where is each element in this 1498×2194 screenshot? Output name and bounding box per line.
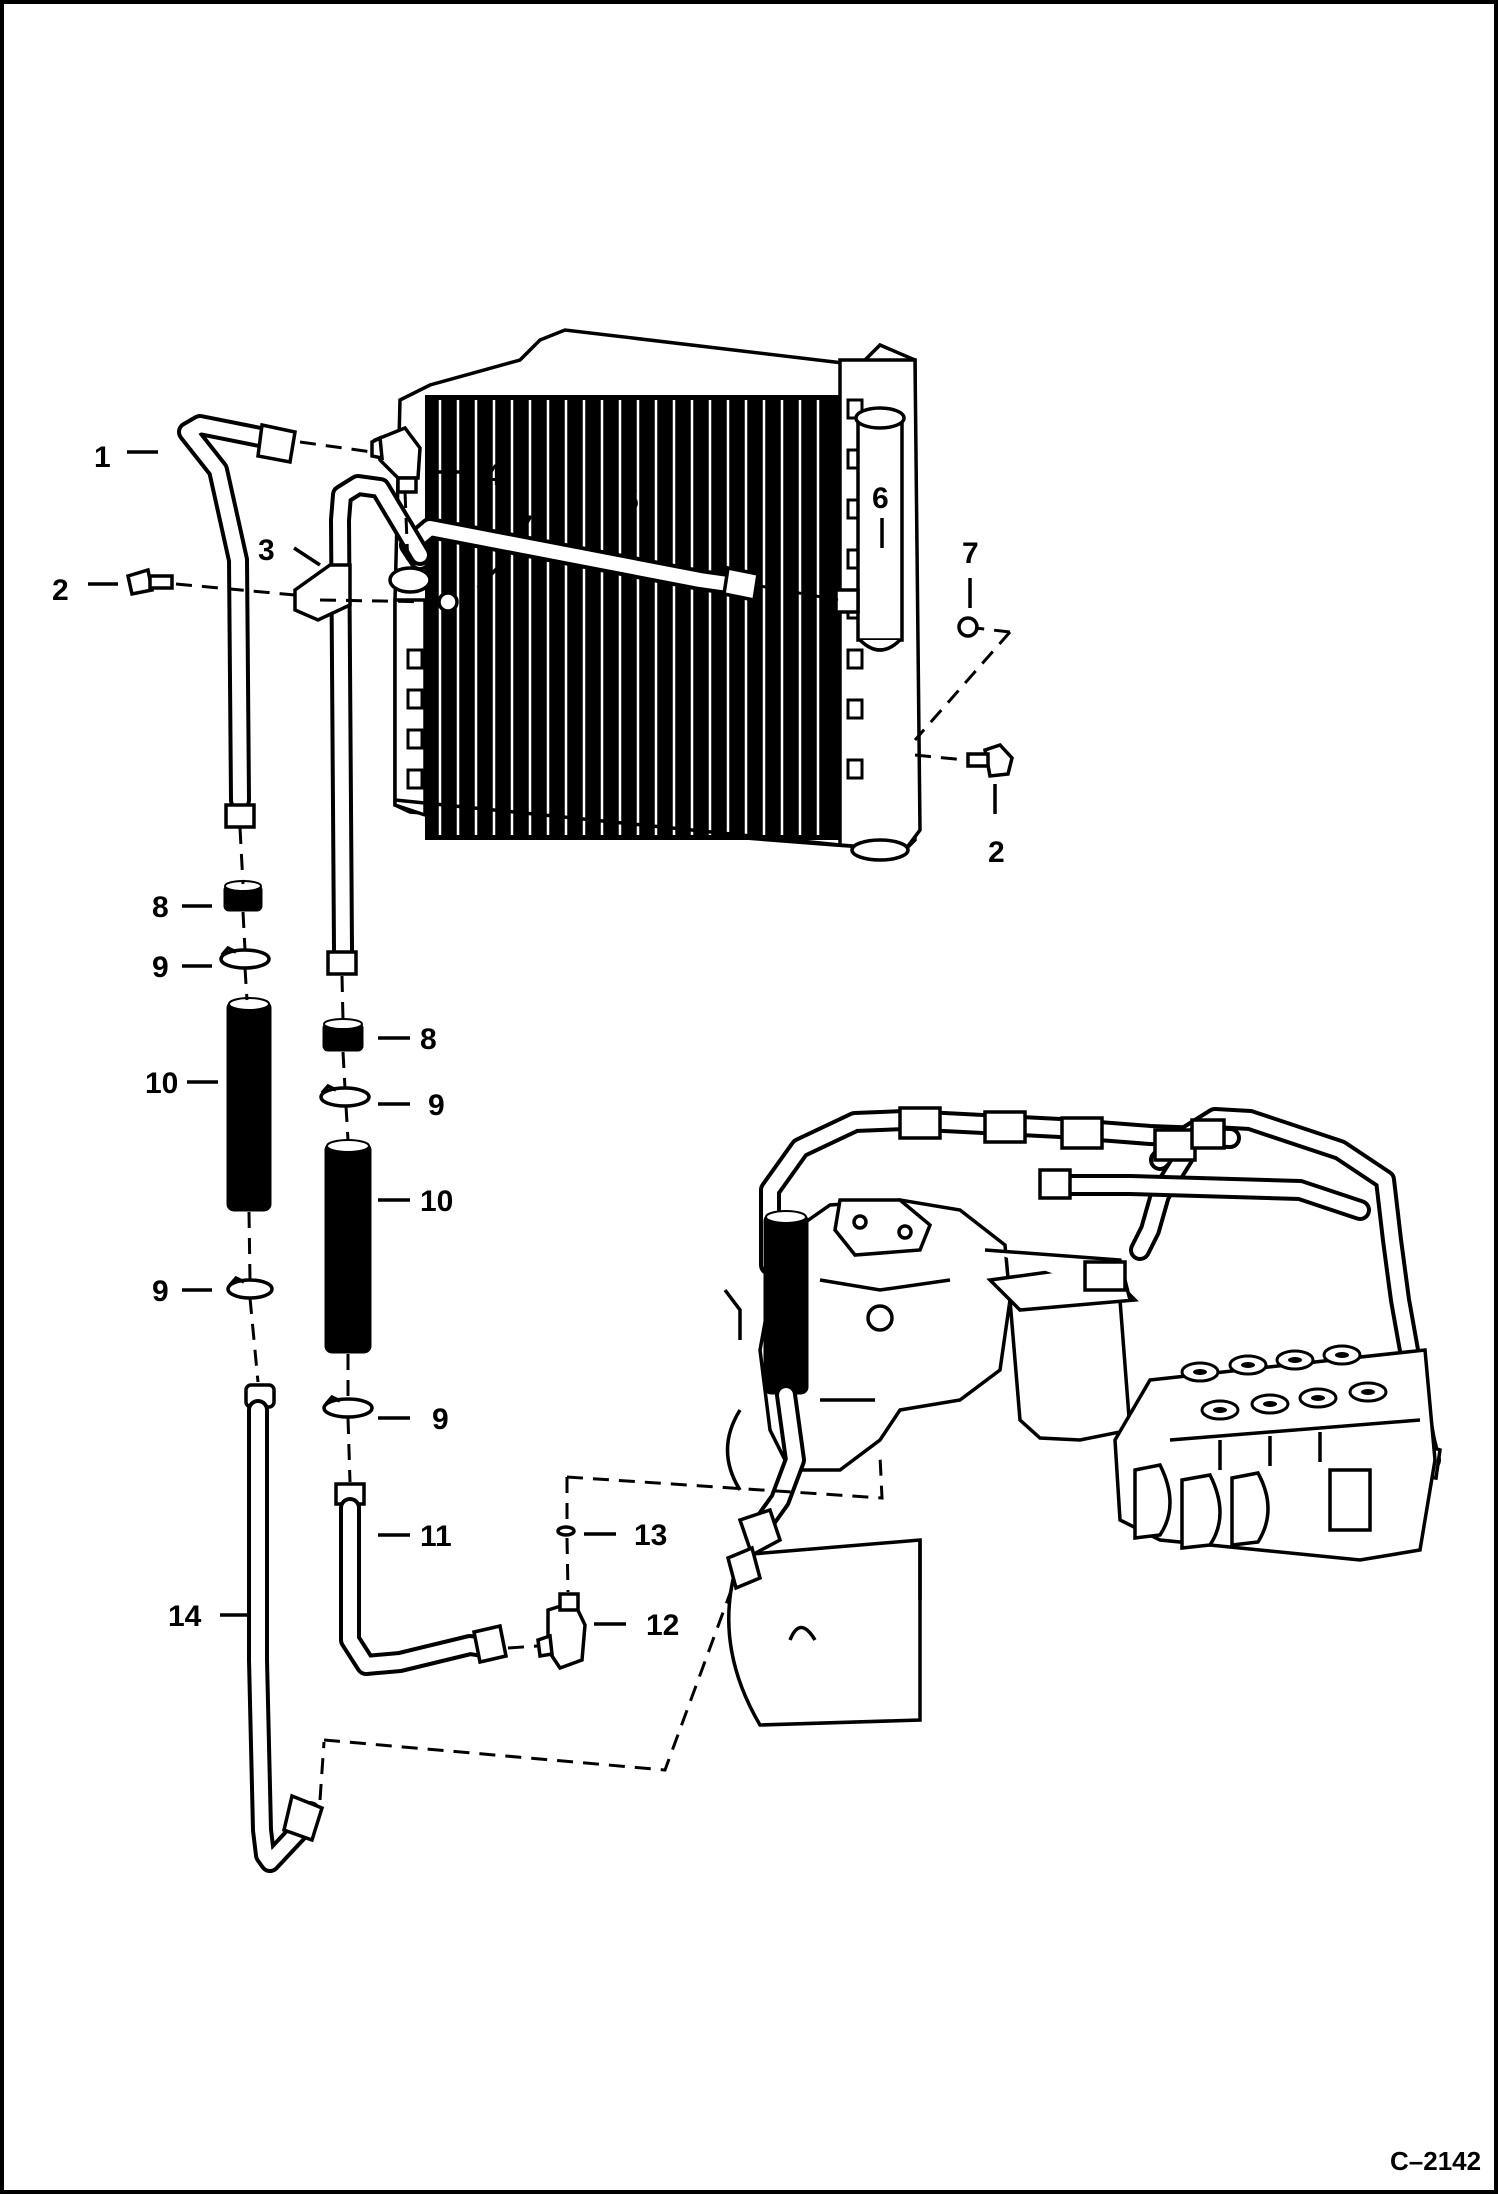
callout-1: 1	[94, 441, 111, 474]
callout-8-right: 8	[420, 1023, 437, 1056]
callout-8-left: 8	[152, 891, 169, 924]
assembly-guide-lines	[175, 440, 1012, 1801]
callout-6: 6	[872, 482, 889, 515]
tube-11	[334, 1482, 509, 1676]
oil-cooler-radiator	[393, 328, 922, 862]
callout-14: 14	[168, 1600, 202, 1633]
callout-12: 12	[646, 1609, 679, 1642]
callout-2-right: 2	[988, 836, 1005, 869]
callout-2-left: 2	[52, 574, 69, 607]
elbow-fitting-4	[370, 425, 422, 494]
bolt-2-right	[966, 742, 1014, 778]
callout-7-left: 7	[516, 510, 533, 543]
callout-9-d: 9	[432, 1403, 449, 1436]
figure-reference-code: C–2142	[1390, 2146, 1481, 2176]
callout-3: 3	[258, 534, 275, 567]
clamp-9c	[226, 1275, 274, 1300]
callout-9-b: 9	[428, 1089, 445, 1122]
callout-9-a: 9	[152, 951, 169, 984]
hose-10-left	[226, 997, 272, 1212]
hose-10-right	[324, 1139, 372, 1354]
tube-right-upper	[293, 474, 431, 976]
callout-10-left: 10	[145, 1067, 178, 1100]
o-ring-13	[556, 1525, 576, 1537]
callout-7-right: 7	[962, 537, 979, 570]
callout-13: 13	[634, 1519, 667, 1552]
tube-1	[177, 414, 298, 829]
bolt-2-left	[125, 567, 174, 597]
seal-8-right	[322, 1018, 364, 1052]
callout-5: 5	[622, 484, 639, 517]
cooler-filler-tank	[854, 406, 906, 652]
clamp-9d	[322, 1394, 374, 1419]
callout-9-c: 9	[152, 1275, 169, 1308]
clamp-9b	[319, 1083, 371, 1108]
clamp-9a	[219, 945, 271, 970]
leader-lines	[88, 450, 997, 1626]
callout-4: 4	[485, 459, 502, 492]
callout-numbers: 1 2 3 4 5 6 7 7 2 8 9 10 9 8 9 10 9 11 1…	[52, 441, 1005, 1642]
hydraulic-pump-assembly	[723, 1106, 1442, 1727]
cooler-inlet-fitting	[388, 566, 979, 638]
elbow-fitting-12	[536, 1592, 587, 1671]
seal-8-left	[223, 880, 263, 912]
callout-11: 11	[420, 1520, 452, 1553]
tube-14	[244, 1383, 325, 1873]
callout-10-right: 10	[420, 1185, 453, 1218]
